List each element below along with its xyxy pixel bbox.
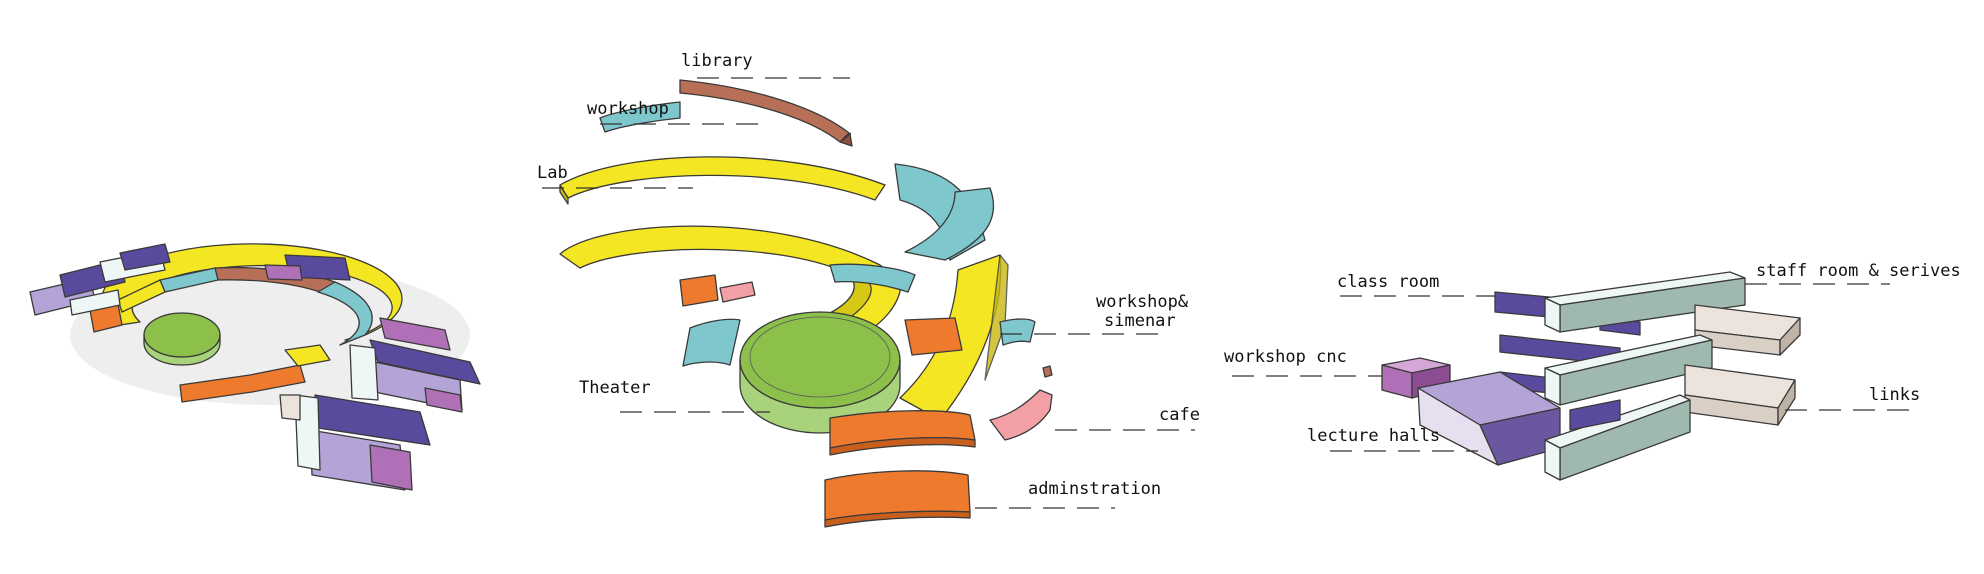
- label-staff-room: staff room & serives: [1756, 261, 1961, 281]
- label-cafe: cafe: [1159, 405, 1200, 425]
- label-workshop-cnc: workshop cnc: [1224, 347, 1347, 367]
- label-class-room: class room: [1337, 272, 1439, 292]
- label-theater: Theater: [579, 378, 651, 398]
- label-workshop-seminar-line2: simenar: [1104, 311, 1176, 331]
- label-workshop-seminar-line1: workshop&: [1096, 292, 1189, 312]
- label-links: links: [1869, 385, 1920, 405]
- label-administration: adminstration: [1028, 479, 1161, 499]
- label-lecture-halls: lecture halls: [1307, 426, 1440, 446]
- label-workshop: workshop: [587, 99, 669, 119]
- callout-labels: library workshop Lab workshop& simenar T…: [537, 51, 1961, 509]
- exploded-rings-diagram: [559, 79, 1053, 528]
- label-library: library: [681, 51, 753, 71]
- label-lab: Lab: [537, 163, 568, 183]
- block-diagram: [1381, 271, 1801, 481]
- assembled-campus-model: [29, 243, 481, 491]
